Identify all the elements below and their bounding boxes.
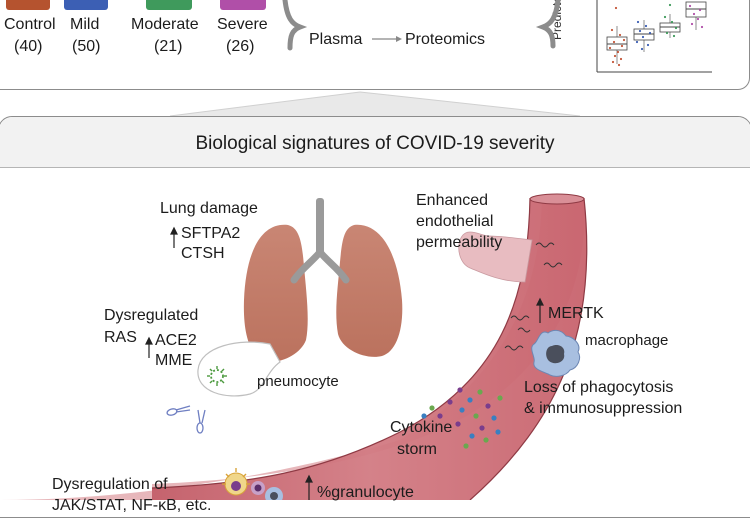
- cytokine-line1: Cytokine: [390, 419, 453, 436]
- cohort-label-moderate: Moderate: [131, 16, 199, 33]
- granulocyte-label: %granulocyte: [317, 484, 414, 501]
- gene-ace2: ACE2: [155, 332, 197, 349]
- mini-plot-points-moderate: [663, 3, 678, 38]
- brace-left: [282, 0, 308, 51]
- ras-heading-line1: Dysregulated: [104, 307, 199, 324]
- increase-arrows: [145, 226, 544, 500]
- cohort-label-control: Control: [4, 16, 56, 33]
- cohort-count-severe: (26): [226, 38, 255, 55]
- title-bar: Biological signatures of COVID-19 severi…: [0, 117, 750, 168]
- panel-connector: [169, 91, 581, 117]
- cohort-shape-control: [6, 0, 50, 10]
- cohort-count-moderate: (21): [154, 38, 183, 55]
- immune-cells: [222, 468, 283, 500]
- ras-heading-line2: RAS: [104, 329, 137, 346]
- top-panel-graphics: [282, 0, 712, 73]
- gene-mertk: MERTK: [548, 305, 604, 322]
- cytokine-line2: storm: [397, 441, 437, 458]
- jak-line1: Dysregulation of: [52, 476, 168, 493]
- pneumocyte-cell: [197, 341, 281, 397]
- mini-plot-points-control: [608, 6, 626, 67]
- pipeline-arrow-head: [396, 36, 402, 42]
- phagocytosis-line1: Loss of phagocytosis: [524, 379, 674, 396]
- mini-plot-points-severe: [688, 4, 704, 29]
- endothelial-line3: permeability: [416, 234, 503, 251]
- scissors-icon: [166, 405, 206, 434]
- gene-sftpa2: SFTPA2: [181, 225, 241, 242]
- phagocytosis-line2: & immunosuppression: [524, 400, 683, 417]
- cohort-count-control: (40): [14, 38, 43, 55]
- cohort-shape-mild: [64, 0, 108, 10]
- cohort-label-severe: Severe: [217, 16, 268, 33]
- jak-line2: JAK/STAT, NF-κB, etc.: [52, 497, 212, 514]
- endothelial-line2: endothelial: [416, 213, 494, 230]
- brace-right: [535, 0, 561, 49]
- plasma-label: Plasma: [309, 31, 363, 48]
- lung-damage-heading: Lung damage: [160, 200, 258, 217]
- illustration: [0, 193, 588, 500]
- gene-mme: MME: [155, 352, 193, 369]
- proteomics-label: Proteomics: [405, 31, 486, 48]
- mini-plot-points-mild: [635, 20, 652, 51]
- macrophage-label: macrophage: [585, 332, 669, 349]
- endothelial-leak: [458, 231, 533, 283]
- pneumocyte-label: pneumocyte: [257, 373, 339, 390]
- lungs: [243, 198, 403, 362]
- endothelial-line1: Enhanced: [416, 192, 489, 209]
- macrophage-cell: [531, 329, 581, 377]
- panel-title: Biological signatures of COVID-19 severi…: [195, 133, 555, 154]
- cohort-count-mild: (50): [72, 38, 101, 55]
- gene-ctsh: CTSH: [181, 245, 225, 262]
- cytokine-dots: [421, 387, 503, 449]
- cohort-shape-moderate: [146, 0, 192, 10]
- cohort-shape-severe: [220, 0, 266, 10]
- cohort-label-mild: Mild: [70, 16, 100, 33]
